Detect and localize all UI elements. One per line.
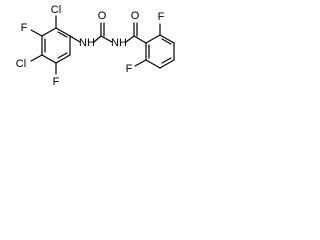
bond-nh-c (125, 35, 135, 43)
double-bond (57, 52, 68, 59)
atom-label-nh: NH (79, 37, 95, 49)
double-bond (161, 57, 172, 64)
double-bond (57, 31, 68, 38)
bond-c-cl-bottom (30, 54, 43, 62)
chemical-structure: Cl F Cl F NH O NH O F F (16, 4, 175, 88)
atom-label-o: O (98, 10, 107, 22)
atom-label-f: F (53, 76, 60, 88)
left-benzene-ring (41, 27, 71, 64)
bond (159, 34, 175, 44)
bond-c-nh-left (69, 35, 81, 43)
bond (145, 34, 161, 44)
molecule-diagram: Cl F Cl F NH O NH O F F (0, 0, 183, 102)
bond (41, 54, 57, 64)
bond (145, 59, 161, 69)
bond-c-f-left (30, 29, 43, 37)
bond-c-ring (133, 35, 147, 44)
double-bond (161, 38, 172, 45)
bond-c-f-bottom (134, 59, 147, 67)
atom-label-cl: Cl (16, 58, 26, 70)
right-benzene-ring (145, 34, 175, 69)
bond (55, 27, 71, 37)
atom-label-nh: NH (111, 37, 127, 49)
atom-label-f: F (21, 22, 28, 34)
bond (41, 27, 57, 37)
bond (55, 54, 71, 64)
bond-c-nh-right (100, 35, 113, 43)
bond-nh-c (93, 35, 102, 43)
atom-label-cl: Cl (51, 4, 61, 16)
atom-label-o: O (131, 10, 140, 22)
atom-label-f: F (158, 11, 165, 23)
atom-label-f: F (126, 63, 133, 75)
bond (159, 59, 175, 69)
